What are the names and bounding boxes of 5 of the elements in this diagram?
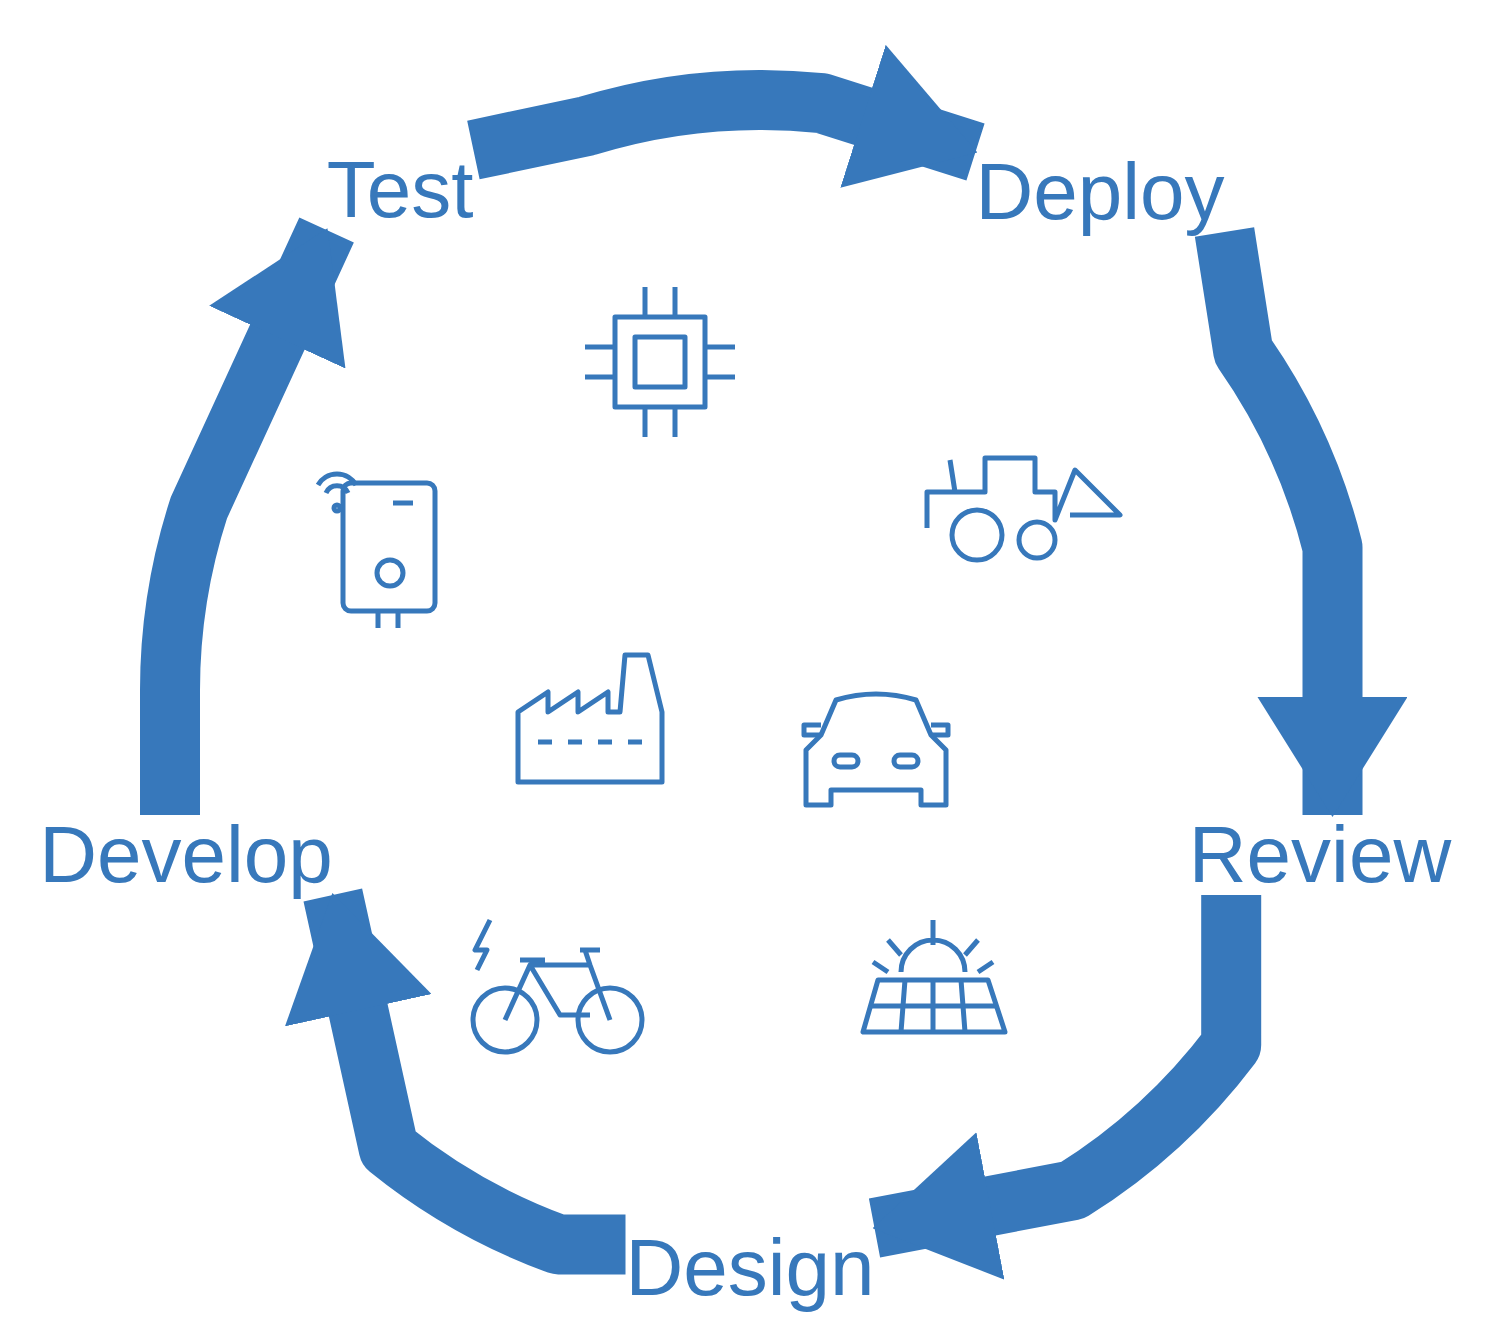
stage-label: Review	[1188, 815, 1452, 895]
cycle-arrow	[1194, 227, 1408, 817]
cycle-arrow	[467, 44, 985, 188]
stage-label: Test	[326, 150, 474, 230]
cycle-arrow	[140, 217, 354, 815]
